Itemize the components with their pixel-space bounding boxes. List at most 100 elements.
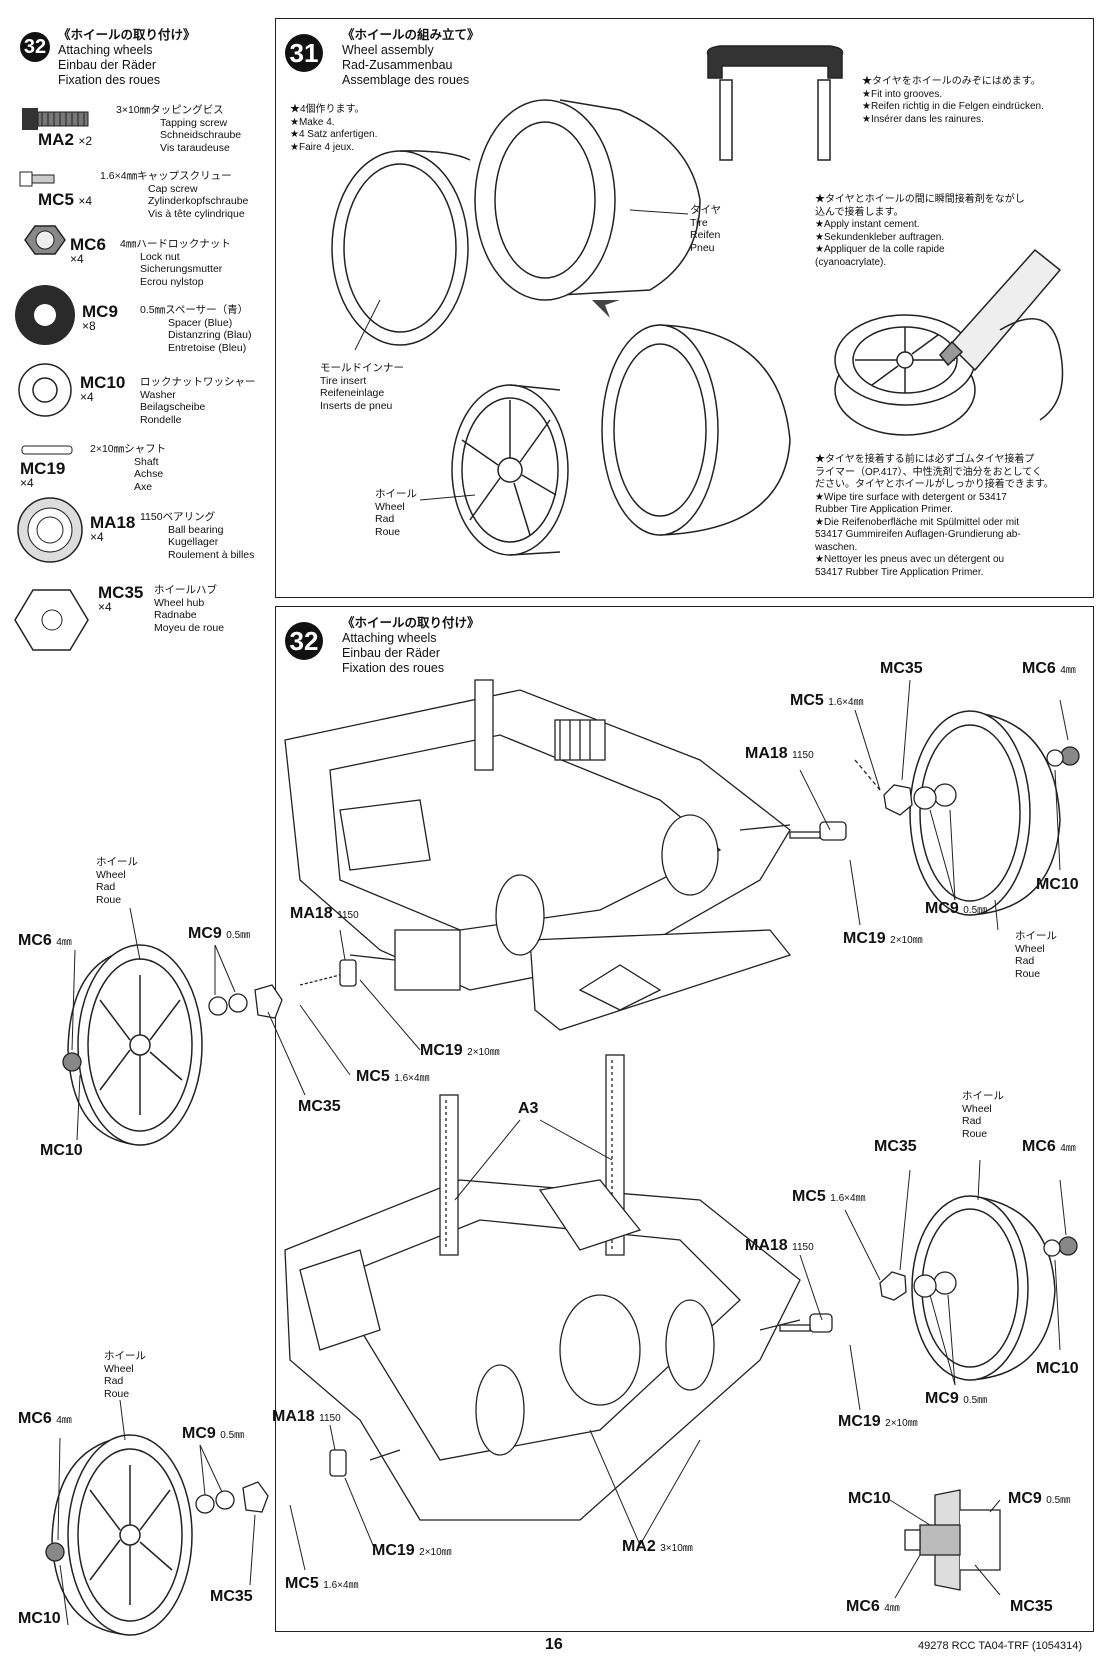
note-line: ★Appliquer de la colle rapide	[815, 244, 945, 255]
label-line: Reifen	[690, 229, 721, 241]
label-line: タイヤ	[690, 204, 722, 216]
callout-size: 1150	[792, 750, 814, 761]
part-name-de: Radnabe	[154, 609, 197, 621]
callout-size: 1150	[337, 910, 359, 921]
hub-parts-lower-left	[45, 1449, 347, 1562]
insert-leader	[354, 299, 381, 351]
part-name-fr: Ecrou nylstop	[140, 275, 204, 288]
label-line: Rad	[1015, 955, 1035, 967]
note-line: 込んで接着します。	[815, 206, 904, 218]
part-name-en: Cap screw	[148, 182, 198, 195]
callout-code: MC6	[18, 932, 52, 949]
note-line: ★タイヤを接着する前には必ずゴムタイヤ接着プ	[815, 454, 1035, 465]
callout-size: 1.6×4㎜	[828, 697, 864, 708]
callout-code: MC9	[188, 925, 222, 942]
title-de: Einbau der Räder	[342, 646, 440, 660]
part-mc6-names: 4㎜ハードロックナット Lock nut Sicherungsmutter Ec…	[120, 238, 231, 288]
callout-mc35: MC35	[880, 660, 923, 678]
part-name-en: Ball bearing	[168, 523, 224, 536]
note-line: ★Insérer dans les rainures.	[862, 113, 984, 125]
callout-mc35: MC35	[1010, 1598, 1053, 1616]
rear-chassis-drawing	[284, 1054, 801, 1521]
title-de: Einbau der Räder	[58, 58, 156, 72]
primer-note: ★タイヤを接着する前には必ずゴムタイヤ接着プ ライマー（OP.417）、中性洗剤…	[815, 454, 1054, 579]
label-line: Inserts de pneu	[320, 399, 393, 412]
callout-size: 1.6×4㎜	[323, 1580, 359, 1591]
part-code: MC6	[70, 235, 106, 254]
wheel-hub-drawing	[14, 589, 89, 651]
callout-size: 0.5㎜	[220, 1430, 245, 1441]
callout-size: 0.5㎜	[1046, 1495, 1071, 1506]
part-mc35: MC35 ×4	[98, 584, 143, 614]
part-name-jp: ロックナットワッシャー	[140, 376, 256, 388]
callout-code: MC10	[1036, 876, 1079, 893]
callout-size: 1150	[319, 1413, 341, 1424]
callout-code: MC35	[1010, 1598, 1053, 1615]
tire-insert-drawing	[331, 150, 471, 346]
wheel-lower-left-drawing	[51, 1434, 193, 1636]
note-line: 53417 Gummireifen Auflagen-Grundierung a…	[815, 529, 1021, 540]
part-qty: ×2	[78, 134, 93, 148]
callout-wheel: ホイール Wheel Rad Roue	[962, 1090, 1004, 1140]
callout-code: MC35	[880, 660, 923, 677]
title-en: Wheel assembly	[342, 43, 434, 57]
callout-code: MC9	[925, 1390, 959, 1407]
detail-inset-drawing	[904, 1489, 1001, 1591]
callout-size: 1.6×4㎜	[394, 1073, 430, 1084]
title-en: Attaching wheels	[342, 631, 437, 645]
callout-code: MC6	[1022, 660, 1056, 677]
callout-mc6: MC6 4㎜	[1022, 1138, 1076, 1156]
callout-size: 4㎜	[1060, 1143, 1076, 1154]
callout-code: MC35	[874, 1138, 917, 1155]
callout-ma18: MA18 1150	[745, 745, 814, 763]
label-line: Wheel	[1015, 942, 1045, 955]
callout-code: MC9	[182, 1425, 216, 1442]
part-mc19-names: 2×10㎜シャフト Shaft Achse Axe	[90, 443, 166, 493]
lock-nut-drawing	[24, 225, 66, 255]
callout-mc9: MC9 0.5㎜	[925, 1390, 987, 1408]
part-name-fr: Axe	[134, 480, 153, 493]
callout-mc5: MC5 1.6×4㎜	[356, 1068, 430, 1086]
tire-label: タイヤ Tire Reifen Pneu	[690, 204, 721, 254]
part-name-de: Achse	[134, 468, 164, 480]
note-line: ★Reifen richtig in die Felgen eindrücken…	[862, 101, 1044, 112]
wheel-drawing	[451, 384, 569, 556]
part-name-jp: ホイールハブ	[154, 584, 217, 596]
label-line: Roue	[104, 1387, 130, 1400]
part-name-en: Tapping screw	[160, 116, 228, 129]
hub-parts-lower-right	[779, 1236, 1078, 1333]
callout-code: MA18	[290, 905, 333, 922]
manual-code: 49278 RCC TA04-TRF (1054314)	[918, 1640, 1083, 1652]
note-line: (cyanoacrylate).	[815, 256, 887, 268]
callout-size: 1150	[792, 1242, 814, 1253]
callout-mc5: MC5 1.6×4㎜	[792, 1188, 866, 1206]
part-name-en: Lock nut	[140, 250, 180, 263]
callout-mc10: MC10	[1036, 1360, 1079, 1378]
note-line: ★Fit into grooves.	[862, 88, 943, 100]
note-line: waschen.	[815, 541, 858, 553]
callout-code: MC35	[210, 1588, 253, 1605]
part-code: MC9	[82, 302, 118, 321]
part-code: MA2	[38, 130, 74, 149]
part-name-jp: 1150ベアリング	[140, 511, 216, 523]
part-qty: ×4	[90, 530, 104, 544]
callout-mc19: MC19 2×10㎜	[838, 1413, 918, 1431]
note-line: ださい。タイヤとホイールがしっかり接着できます。	[815, 479, 1054, 490]
callout-mc6: MC6 4㎜	[18, 932, 72, 950]
glue-wheel-drawing	[834, 314, 976, 436]
glue-tube-icon	[939, 248, 1064, 421]
note-line: ★Wipe tire surface with detergent or 534…	[815, 491, 1007, 503]
part-name-de: Beilagscheibe	[140, 401, 206, 413]
callout-size: 4㎜	[1060, 665, 1076, 676]
callout-size: 0.5㎜	[226, 930, 251, 941]
leader-lines	[57, 679, 1069, 1626]
part-name-jp: 0.5㎜スペーサー（青）	[140, 304, 249, 316]
note-line: ★Sekundenkleber auftragen.	[815, 231, 945, 243]
note-line: ★4 Satz anfertigen.	[290, 129, 378, 140]
callout-code: MC6	[1022, 1138, 1056, 1155]
note-line: ★Faire 4 jeux.	[290, 141, 354, 153]
label-line: Roue	[96, 893, 122, 906]
part-name-jp: 4㎜ハードロックナット	[120, 238, 231, 250]
callout-code: MC19	[838, 1413, 881, 1430]
part-name-fr: Moyeu de roue	[154, 621, 225, 634]
